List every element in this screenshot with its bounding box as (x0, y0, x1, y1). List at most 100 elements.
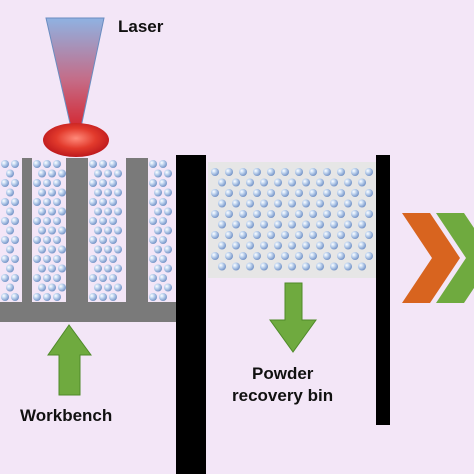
powder-particle (53, 274, 61, 282)
powder-particle (89, 293, 97, 301)
powder-particle (274, 199, 282, 208)
powder-particle (316, 178, 324, 187)
powder-particle (365, 231, 373, 239)
powder-particle (1, 160, 9, 168)
powder-particle (43, 293, 51, 301)
powder-particle (302, 241, 310, 250)
powder-particle (109, 179, 117, 187)
powder-particle (337, 252, 345, 260)
powder-particle (164, 283, 172, 292)
powder-particle (344, 220, 352, 229)
powder-particle (99, 255, 107, 263)
powder-particle (351, 210, 359, 218)
powder-particle (38, 169, 46, 178)
powder-particle (154, 188, 162, 197)
powder-particle (6, 283, 14, 292)
powder-particle (1, 179, 9, 187)
bed-wall (66, 158, 88, 304)
powder-particle (99, 293, 107, 301)
powder-particle (246, 220, 254, 229)
powder-particle (58, 264, 66, 273)
powder-particle (1, 293, 9, 301)
powder-particle (239, 168, 247, 176)
powder-particle (211, 252, 219, 260)
powder-particle (309, 210, 317, 218)
powder-particle (225, 252, 233, 260)
powder-particle (99, 198, 107, 206)
powder-particle (232, 241, 240, 250)
powder-particle (58, 207, 66, 216)
powder-particle (330, 262, 338, 271)
powder-particle (114, 207, 122, 216)
powder-particle (274, 220, 282, 229)
powder-particle (43, 198, 51, 206)
powder-particle (253, 252, 261, 260)
powder-particle (309, 252, 317, 260)
powder-particle (164, 207, 172, 216)
powder-particle (48, 188, 56, 197)
powder-particle (6, 188, 14, 197)
powder-particle (11, 236, 19, 244)
powder-bin-label-line2: recovery bin (232, 386, 334, 405)
powder-particle (104, 226, 112, 235)
powder-particle (239, 252, 247, 260)
powder-particle (239, 189, 247, 197)
powder-particle (323, 231, 331, 239)
powder-particle (239, 231, 247, 239)
powder-particle (104, 169, 112, 178)
powder-particle (159, 255, 167, 263)
powder-particle (253, 168, 261, 176)
laser-spot (43, 123, 109, 157)
powder-particle (316, 241, 324, 250)
powder-particle (58, 245, 66, 254)
powder-particle (94, 245, 102, 254)
powder-particle (58, 188, 66, 197)
powder-particle (351, 252, 359, 260)
powder-particle (154, 169, 162, 178)
powder-particle (89, 198, 97, 206)
powder-particle (260, 199, 268, 208)
powder-particle (344, 178, 352, 187)
powder-particle (154, 245, 162, 254)
powder-particle (330, 178, 338, 187)
powder-particle (159, 236, 167, 244)
powder-particle (109, 198, 117, 206)
powder-particle (109, 236, 117, 244)
powder-particle (358, 262, 366, 271)
powder-particle (274, 178, 282, 187)
powder-particle (1, 255, 9, 263)
bed-wall (22, 158, 32, 304)
powder-particle (43, 217, 51, 225)
powder-particle (281, 189, 289, 197)
powder-particle (225, 189, 233, 197)
powder-particle (365, 168, 373, 176)
powder-particle (309, 168, 317, 176)
powder-particle (164, 226, 172, 235)
powder-particle (6, 169, 14, 178)
powder-particle (48, 264, 56, 273)
powder-particle (104, 188, 112, 197)
powder-particle (232, 178, 240, 187)
powder-particle (94, 188, 102, 197)
powder-particle (109, 160, 117, 168)
powder-bin-label-line1: Powder (252, 364, 314, 383)
powder-particle (89, 274, 97, 282)
powder-particle (149, 179, 157, 187)
powder-particle (164, 245, 172, 254)
powder-particle (159, 293, 167, 301)
powder-particle (89, 217, 97, 225)
powder-particle (58, 226, 66, 235)
powder-particle (149, 274, 157, 282)
powder-particle (43, 160, 51, 168)
powder-particle (267, 189, 275, 197)
powder-particle (302, 220, 310, 229)
powder-particle (323, 210, 331, 218)
powder-particle (109, 274, 117, 282)
powder-particle (218, 262, 226, 271)
powder-particle (323, 252, 331, 260)
powder-particle (11, 255, 19, 263)
powder-particle (109, 255, 117, 263)
powder-particle (99, 160, 107, 168)
